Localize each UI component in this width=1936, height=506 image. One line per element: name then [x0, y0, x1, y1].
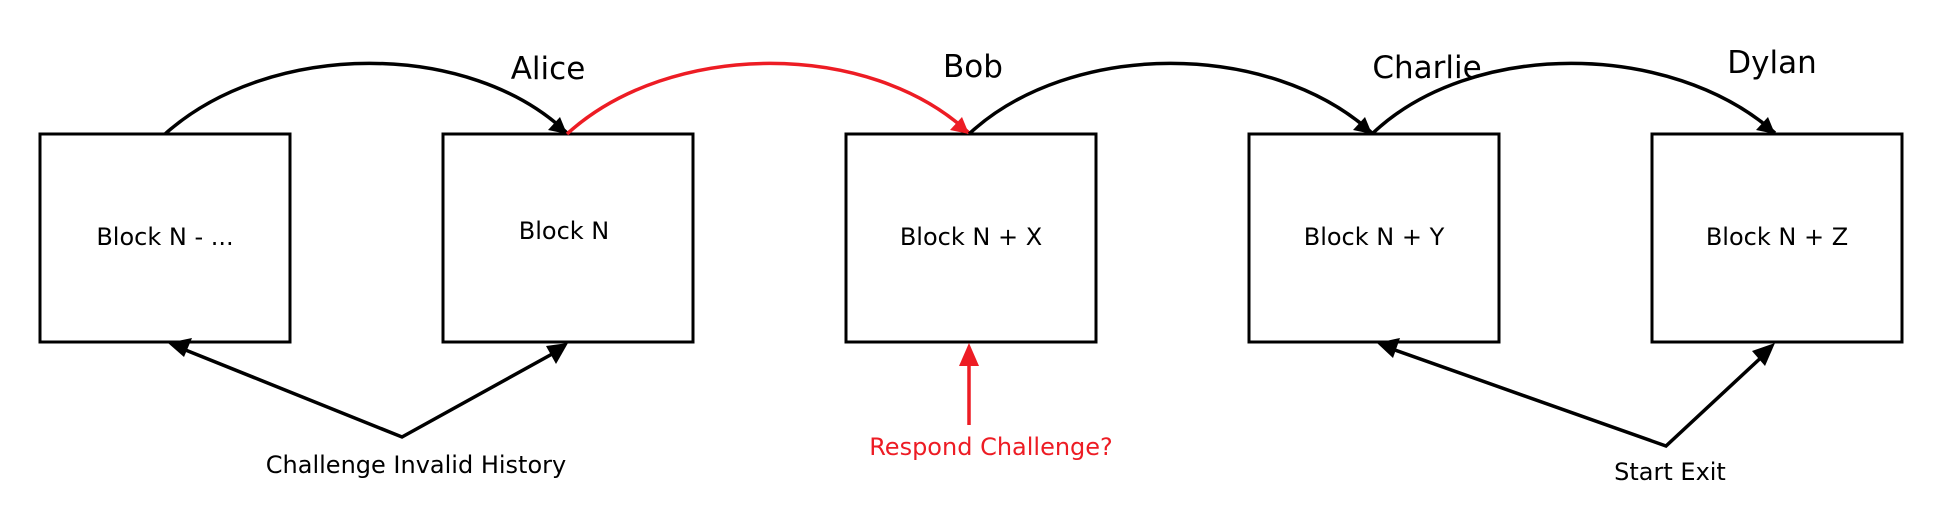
chain-arrowhead-2-3	[1353, 117, 1372, 134]
chain-arrow-2-3	[967, 61, 1374, 136]
block-label: Block N	[519, 217, 610, 245]
respond-arrowhead	[959, 343, 979, 366]
challenge-invalid-history-label: Challenge Invalid History	[266, 451, 566, 479]
challenge-arrow-lines	[182, 346, 564, 439]
block-1: Block N	[441, 132, 695, 344]
block-box	[38, 132, 292, 344]
block-label: Block N - ...	[96, 223, 233, 251]
chain-arrowhead-3-4	[1756, 117, 1775, 134]
block-label: Block N + Z	[1706, 223, 1848, 251]
chain-arrow-0-1	[163, 61, 569, 136]
block-0: Block N - ...	[38, 132, 292, 344]
start-exit-label: Start Exit	[1614, 458, 1726, 486]
person-label-dylan: Dylan	[1727, 45, 1816, 81]
block-box	[441, 132, 695, 344]
start-exit-arrowhead-left	[1377, 338, 1400, 358]
start-exit-arrow-lines	[1391, 347, 1768, 449]
block-2: Block N + X	[844, 132, 1098, 344]
challenge-arrowhead-right	[546, 343, 568, 364]
start-exit-arrowhead-right	[1752, 343, 1775, 366]
person-label-bob: Bob	[943, 49, 1003, 85]
chain-arrow-3-4	[1370, 61, 1777, 136]
chain-arrow-1-2	[565, 61, 971, 136]
block-label: Block N + Y	[1304, 223, 1445, 251]
block-box	[1650, 132, 1904, 344]
block-label: Block N + X	[900, 223, 1042, 251]
block-box	[1247, 132, 1501, 344]
block-3: Block N + Y	[1247, 132, 1501, 344]
person-label-charlie: Charlie	[1372, 50, 1481, 86]
block-4: Block N + Z	[1650, 132, 1904, 344]
challenge-arrowhead-left	[168, 338, 192, 357]
respond-challenge-label: Respond Challenge?	[869, 433, 1113, 461]
person-label-alice: Alice	[511, 51, 586, 87]
chain-arrowhead-0-1	[548, 117, 567, 134]
chain-arrowhead-1-2	[950, 117, 969, 134]
